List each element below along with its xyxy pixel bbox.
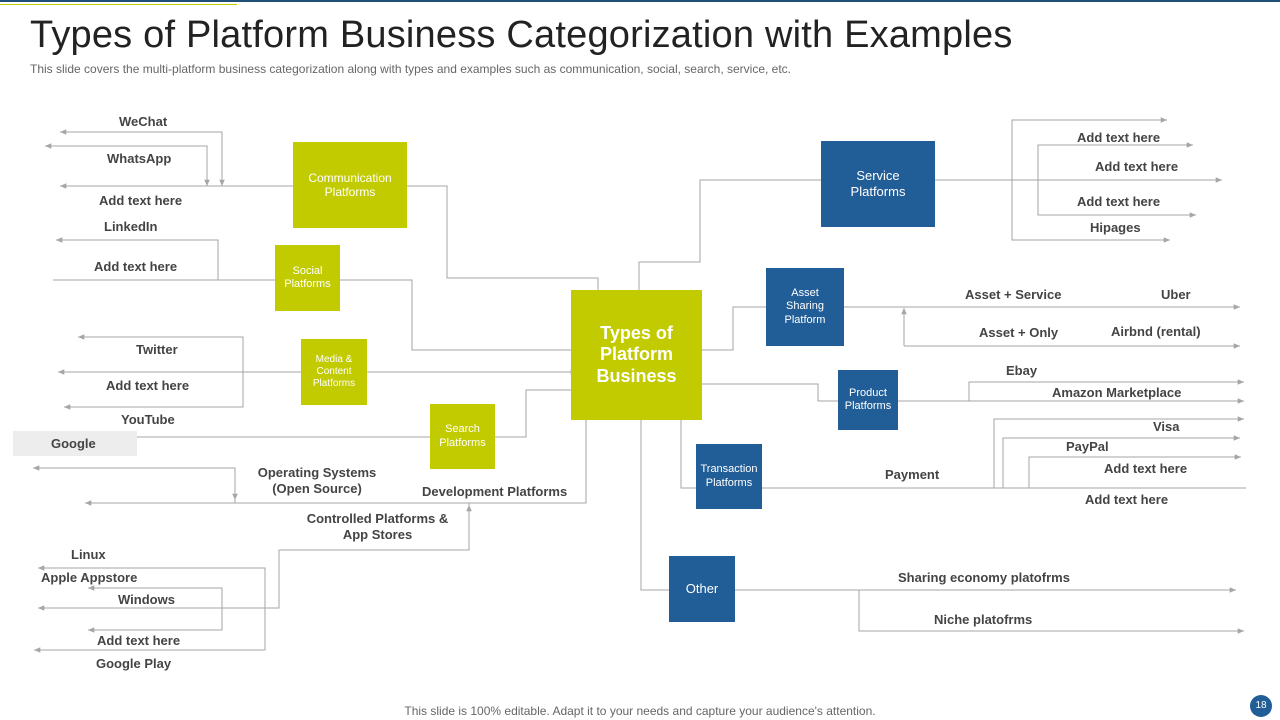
label-google: Google xyxy=(51,436,96,451)
page-number-badge: 18 xyxy=(1250,695,1272,717)
media-content-platforms-label: Media & Content Platforms xyxy=(312,354,356,389)
product-platforms-label: Product Platforms xyxy=(844,386,892,412)
label-paypal: PayPal xyxy=(1066,439,1109,454)
box-social-platforms: Social Platforms xyxy=(275,245,340,311)
label-service-add-text-2: Add text here xyxy=(1095,159,1179,174)
label-service-add-text-3: Add text here xyxy=(1077,194,1161,209)
footer-note: This slide is 100% editable. Adapt it to… xyxy=(404,704,876,718)
label-twitter: Twitter xyxy=(136,342,178,357)
label-visa: Visa xyxy=(1153,419,1180,434)
transaction-platforms-label: Transaction Platforms xyxy=(700,463,758,489)
box-asset-sharing-platform: Asset Sharing Platform xyxy=(766,268,844,346)
label-whatsapp: WhatsApp xyxy=(107,151,172,166)
label-media-add-text: Add text here xyxy=(106,378,190,393)
search-platforms-label: Search Platforms xyxy=(439,423,486,449)
label-ebay: Ebay xyxy=(1006,363,1038,378)
top-border-line xyxy=(0,0,1280,2)
label-uber: Uber xyxy=(1161,287,1191,302)
label-wechat: WeChat xyxy=(119,114,168,129)
center-box-label: Types of Platform Business xyxy=(596,322,677,386)
other-label: Other xyxy=(685,581,719,597)
box-transaction-platforms: Transaction Platforms xyxy=(696,444,762,509)
label-social-add-text: Add text here xyxy=(94,259,178,274)
communication-platforms-label: Communication Platforms xyxy=(308,170,392,199)
label-linkedin: LinkedIn xyxy=(104,219,158,234)
label-operating-systems: Operating Systems (Open Source) xyxy=(257,465,377,496)
google-highlight xyxy=(13,431,137,456)
label-linux: Linux xyxy=(71,547,106,562)
label-transaction-add-text-2: Add text here xyxy=(1085,492,1169,507)
label-google-play: Google Play xyxy=(96,656,172,671)
box-other: Other xyxy=(669,556,735,622)
label-hipages: Hipages xyxy=(1090,220,1141,235)
box-media-content-platforms: Media & Content Platforms xyxy=(301,339,367,405)
service-platforms-label: Service Platforms xyxy=(850,168,906,199)
social-platforms-label: Social Platforms xyxy=(284,264,331,290)
label-apple-appstore: Apple Appstore xyxy=(41,570,138,585)
label-windows: Windows xyxy=(118,592,175,607)
center-box-platform-business: Types of Platform Business xyxy=(571,290,702,420)
label-airbnd: Airbnd (rental) xyxy=(1111,324,1201,339)
label-payment: Payment xyxy=(885,467,940,482)
label-stores-add-text: Add text here xyxy=(97,633,181,648)
box-product-platforms: Product Platforms xyxy=(838,370,898,430)
asset-sharing-platform-label: Asset Sharing Platform xyxy=(784,287,826,326)
box-communication-platforms: Communication Platforms xyxy=(293,142,407,228)
label-niche-platforms: Niche platofrms xyxy=(934,612,1033,627)
label-development-platforms: Development Platforms xyxy=(422,484,568,499)
label-asset-service: Asset + Service xyxy=(965,287,1062,302)
label-amazon-marketplace: Amazon Marketplace xyxy=(1052,385,1182,400)
label-youtube: YouTube xyxy=(121,412,175,427)
label-controlled-platforms: Controlled Platforms & App Stores xyxy=(306,511,449,542)
top-accent-line xyxy=(0,4,237,5)
slide-title: Types of Platform Business Categorizatio… xyxy=(30,14,1013,56)
label-sharing-economy: Sharing economy platofrms xyxy=(898,570,1070,585)
label-transaction-add-text-1: Add text here xyxy=(1104,461,1188,476)
slide-subtitle: This slide covers the multi-platform bus… xyxy=(30,62,792,76)
label-communication-add-text: Add text here xyxy=(99,193,183,208)
label-service-add-text-1: Add text here xyxy=(1077,130,1161,145)
box-search-platforms: Search Platforms xyxy=(430,404,495,469)
label-asset-only: Asset + Only xyxy=(979,325,1059,340)
box-service-platforms: Service Platforms xyxy=(821,141,935,227)
